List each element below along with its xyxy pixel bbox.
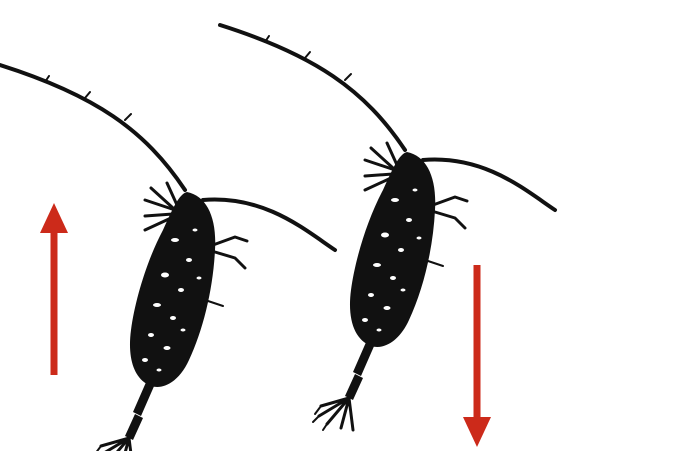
copepod-right [220,25,555,430]
copepod-left [0,65,335,451]
arrow-up-icon [40,203,68,375]
arrow-down-icon [463,265,491,447]
